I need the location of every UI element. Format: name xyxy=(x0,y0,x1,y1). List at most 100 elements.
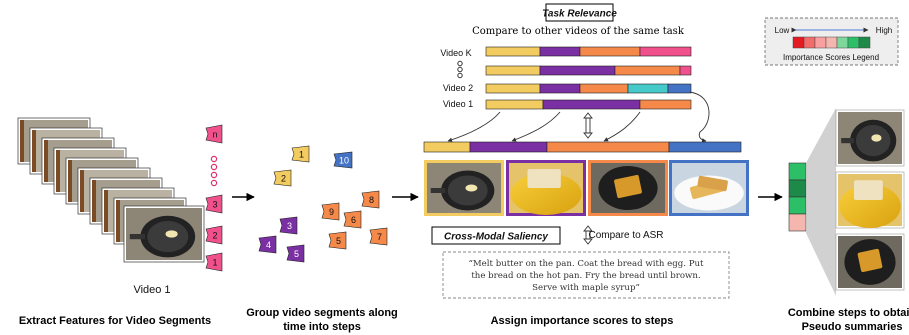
video-step-bars xyxy=(485,46,692,110)
step-thumbnail-2 xyxy=(506,160,586,216)
step-tag-2: 2 xyxy=(273,169,292,187)
video-k-label: Video K xyxy=(440,48,471,58)
video-2-label: Video 2 xyxy=(443,83,473,93)
step-tag-4: 4 xyxy=(258,235,277,254)
step-tag-10: 10 xyxy=(333,151,353,169)
step-tag-5-label: 5 xyxy=(294,249,299,259)
stage2-caption-line2: time into steps xyxy=(283,321,361,333)
video-1-row-label: Video 1 xyxy=(443,99,473,109)
step-tag-5: 5 xyxy=(328,231,347,250)
task-relevance-box xyxy=(545,3,614,22)
step-tag-1-label: 1 xyxy=(299,150,304,160)
segment-tag-3: 3 xyxy=(205,194,223,214)
step-tag-7-label: 7 xyxy=(377,232,382,242)
ellipsis-dots xyxy=(210,155,218,187)
summary-image-2 xyxy=(838,174,902,229)
legend-high: High xyxy=(876,26,892,35)
video-frame-front xyxy=(123,205,205,263)
asr-line-3: Serve with maple syrup” xyxy=(532,283,640,293)
step-tag-7: 7 xyxy=(369,227,388,246)
video-frame-stack xyxy=(17,117,205,263)
legend-swatch xyxy=(858,36,871,49)
legend-swatch xyxy=(847,36,860,49)
stage1-caption: Extract Features for Video Segments xyxy=(19,315,211,327)
segment-tag-2-label: 2 xyxy=(212,231,217,241)
segment-tag-3-label: 3 xyxy=(212,200,217,210)
step-image-3 xyxy=(591,163,665,213)
video-2-bar xyxy=(485,83,692,94)
asr-transcript-box xyxy=(442,251,730,299)
step-tag-4-label: 4 xyxy=(266,240,271,250)
compare-asr-label: Compare to ASR xyxy=(588,230,663,241)
legend-box xyxy=(764,17,899,66)
cross-modal-title: Cross-Modal Saliency xyxy=(444,232,548,243)
stage2-caption-line1: Group video segments along xyxy=(246,307,398,319)
legend-swatch xyxy=(814,36,827,49)
score-cell xyxy=(788,162,807,181)
step-tag-3: 3 xyxy=(279,216,298,235)
step-thumbnails xyxy=(424,160,749,216)
segment-tag-n: n xyxy=(205,124,223,144)
stage4-caption-line1: Combine steps to obtain xyxy=(788,307,909,319)
summary-image-3 xyxy=(838,236,902,288)
combined-step-bar xyxy=(423,141,742,153)
step-tag-10-label: 10 xyxy=(339,156,349,166)
segment-tag-n-label: n xyxy=(212,130,217,140)
double-arrow-bottom xyxy=(583,225,593,245)
task-relevance-title: Task Relevance xyxy=(542,9,617,20)
video-1-label: Video 1 xyxy=(133,284,170,296)
video-k-bar xyxy=(485,46,692,57)
score-cell xyxy=(788,213,807,232)
step-thumbnail-3 xyxy=(588,160,668,216)
projection-cone xyxy=(806,108,836,296)
asr-line-2: the bread on the hot pan. Fry the bread … xyxy=(471,271,700,281)
step-tag-5-label: 5 xyxy=(336,236,341,246)
summary-image-1 xyxy=(838,112,902,164)
summary-frames xyxy=(835,109,905,291)
score-cell xyxy=(788,179,807,198)
step-image-4 xyxy=(672,163,746,213)
video-k-dots xyxy=(457,60,463,79)
legend-swatch xyxy=(836,36,849,49)
legend-low: Low xyxy=(775,26,790,35)
step-tag-6-label: 6 xyxy=(351,215,356,225)
stage3-caption: Assign importance scores to steps xyxy=(491,315,674,327)
step-tag-5: 5 xyxy=(286,244,305,263)
legend-swatch xyxy=(825,36,838,49)
frying-pan-image xyxy=(126,208,202,260)
segment-tag-1-label: 1 xyxy=(212,258,217,268)
stage4-caption-line2: Pseudo summaries xyxy=(802,321,903,333)
task-relevance-subtitle: Compare to other videos of the same task xyxy=(472,26,685,37)
step-image-2 xyxy=(509,163,583,215)
step-tag-8-label: 8 xyxy=(369,195,374,205)
legend-swatch xyxy=(792,36,805,49)
step-thumbnail-1 xyxy=(424,160,504,216)
summary-frame-1 xyxy=(835,109,905,167)
asr-line-1: “Melt butter on the pan. Coat the bread … xyxy=(468,258,704,269)
summary-frame-3 xyxy=(835,233,905,291)
step-tag-2-label: 2 xyxy=(281,174,286,184)
cross-modal-box xyxy=(431,226,561,245)
step-tag-6: 6 xyxy=(343,210,362,229)
step-tag-9-label: 9 xyxy=(329,207,334,217)
video-1-bar xyxy=(485,99,692,110)
legend-title: Importance Scores Legend xyxy=(783,53,879,62)
step-tag-8: 8 xyxy=(361,190,380,209)
step-image-1 xyxy=(427,163,501,213)
step-thumbnail-4 xyxy=(669,160,749,216)
segment-feature-tags: n 3 2 1 xyxy=(205,124,223,272)
double-arrow-top xyxy=(583,112,593,139)
alignment-arrows xyxy=(447,91,710,143)
legend-swatch xyxy=(803,36,816,49)
score-column xyxy=(788,162,807,232)
summary-frame-2 xyxy=(835,171,905,229)
step-tag-3-label: 3 xyxy=(287,221,292,231)
grouped-step-tags: 1 2 10 3 4 5 9 6 8 5 7 xyxy=(258,145,388,263)
segment-tag-2: 2 xyxy=(205,225,223,245)
step-tag-9: 9 xyxy=(321,202,340,221)
step-tag-1: 1 xyxy=(291,145,310,163)
segment-tag-1: 1 xyxy=(205,252,223,272)
score-cell xyxy=(788,196,807,215)
legend-color-scale xyxy=(792,36,871,49)
